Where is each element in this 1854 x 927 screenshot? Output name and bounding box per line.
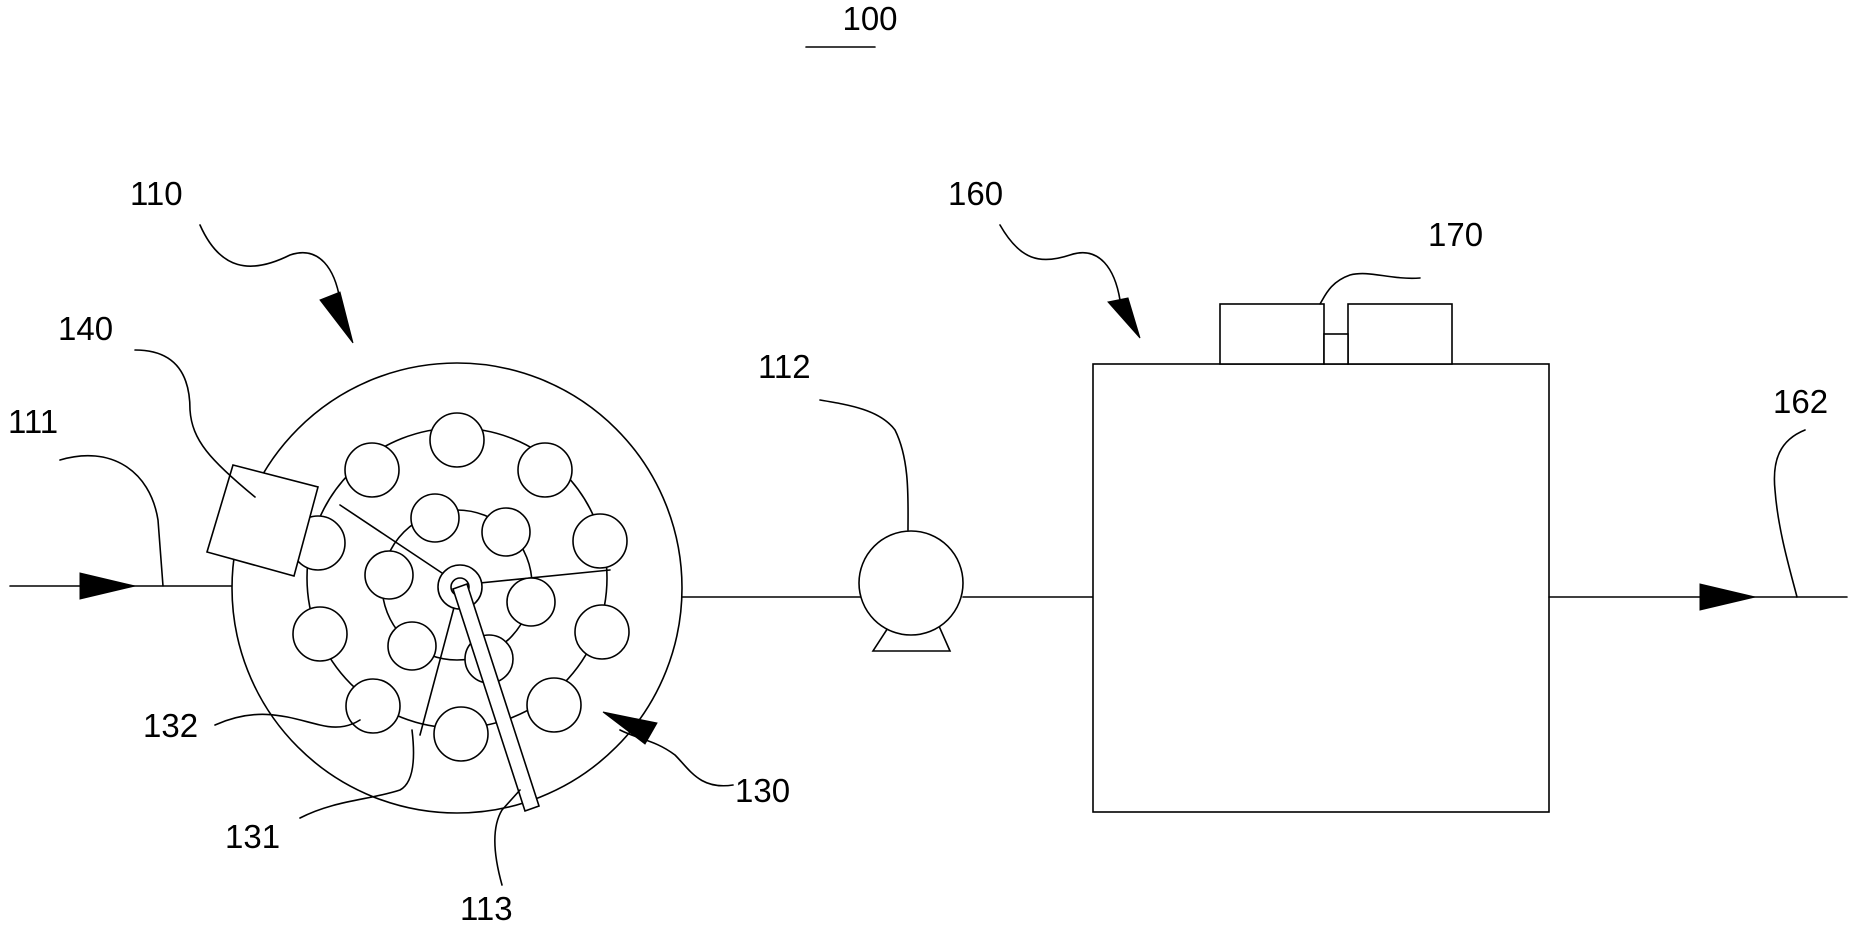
spoke	[339, 504, 461, 586]
leader-113	[493, 789, 521, 886]
leader-160	[999, 224, 1121, 301]
tank	[1092, 363, 1550, 813]
carrier-ball	[429, 412, 485, 468]
inner-carrier-balls	[364, 493, 556, 684]
control-box-right	[1347, 303, 1453, 365]
leader-110	[199, 224, 341, 301]
label-111: 111	[8, 403, 58, 440]
control-box-left	[1219, 303, 1325, 365]
leader-132	[214, 713, 361, 728]
label-113: 113	[460, 890, 513, 927]
leader-170	[1319, 272, 1421, 305]
label-130: 130	[735, 772, 790, 809]
carrier-ball	[517, 442, 573, 498]
control-connector	[1323, 333, 1349, 365]
pump-body	[858, 530, 964, 636]
outer-carrier-balls	[290, 412, 630, 762]
label-112: 112	[758, 348, 811, 385]
outlet-flow-arrow	[1699, 583, 1756, 611]
label-110: 110	[130, 175, 183, 212]
spoke	[419, 584, 461, 736]
rotating-arm	[451, 582, 541, 813]
carrier-ball	[574, 604, 630, 660]
label-132: 132	[143, 707, 198, 744]
carrier-ball	[344, 442, 400, 498]
carrier-ball	[387, 621, 437, 671]
label-160: 160	[948, 175, 1003, 212]
carrier-ball	[345, 678, 401, 734]
leader-112	[819, 399, 909, 531]
arrow-110	[319, 291, 354, 344]
carrier-ball	[481, 507, 531, 557]
carrier-ball	[433, 706, 489, 762]
figure-number-label: 100	[842, 0, 897, 37]
leader-111	[59, 455, 164, 587]
label-131: 131	[225, 818, 280, 855]
carrier-ball	[364, 550, 414, 600]
leader-140	[134, 349, 256, 498]
carrier-ball	[410, 493, 460, 543]
label-162: 162	[1773, 383, 1828, 420]
carrier-ball	[572, 513, 628, 569]
inlet-flow-arrow	[79, 572, 136, 600]
sensor-box	[205, 464, 319, 577]
label-170: 170	[1428, 216, 1483, 253]
spoke	[459, 569, 611, 586]
arrow-130	[602, 711, 658, 745]
carrier-ball	[292, 606, 348, 662]
arrow-160	[1107, 297, 1141, 339]
carrier-ball	[506, 577, 556, 627]
leader-162	[1773, 429, 1806, 598]
leader-131	[299, 729, 415, 819]
carrier-ball	[526, 677, 582, 733]
label-140: 140	[58, 310, 113, 347]
